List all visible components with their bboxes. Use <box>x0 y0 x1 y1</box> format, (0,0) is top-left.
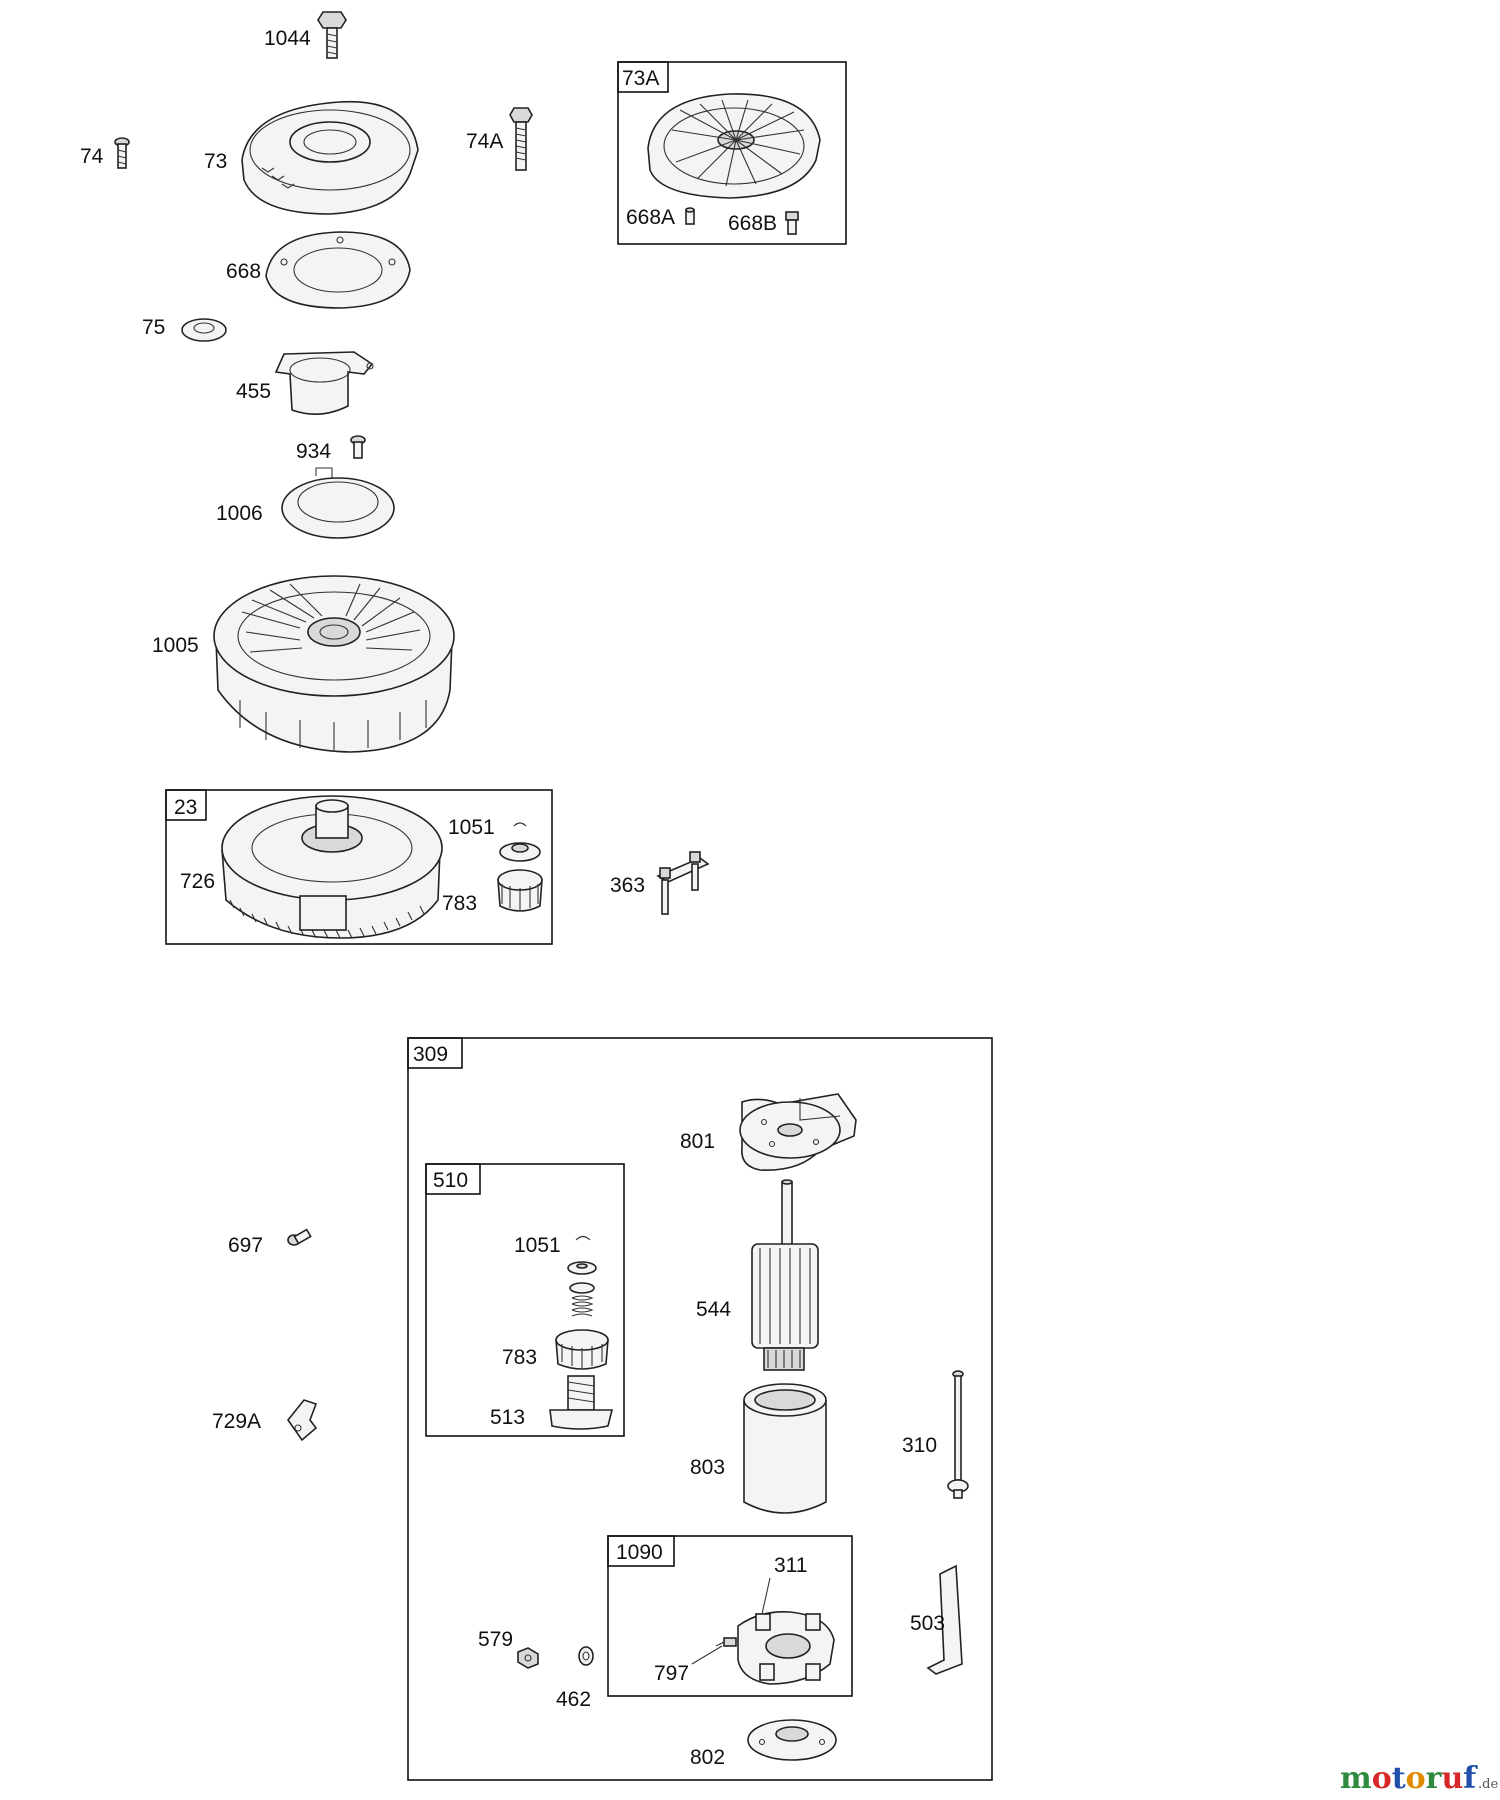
part-1006-ring <box>281 467 395 539</box>
part-363-bracket <box>656 851 710 915</box>
box-label-510: 510 <box>433 1169 468 1192</box>
part-1051-clip-b <box>575 1235 591 1241</box>
part-934-screw <box>350 435 366 459</box>
label-513: 513 <box>490 1406 525 1429</box>
label-74A: 74A <box>466 130 503 153</box>
part-797-terminal <box>691 1637 737 1665</box>
box-23 <box>165 789 553 945</box>
part-668A-pin <box>685 207 695 225</box>
watermark-logo: motoruf .de <box>1340 1761 1498 1796</box>
watermark-letter: m <box>1340 1761 1372 1796</box>
label-544: 544 <box>696 1298 731 1321</box>
box-label-309: 309 <box>413 1043 448 1066</box>
box-510 <box>425 1163 625 1437</box>
part-801-end-plate <box>739 1093 857 1171</box>
label-455: 455 <box>236 380 271 403</box>
part-1005-flywheel-fan <box>213 575 455 753</box>
box-309 <box>407 1037 993 1781</box>
label-310: 310 <box>902 1434 937 1457</box>
label-668A: 668A <box>626 206 675 229</box>
part-503-strip <box>926 1564 963 1675</box>
part-1090-brush-holder <box>737 1610 835 1685</box>
part-455-cup <box>274 351 374 415</box>
part-311-leader <box>761 1577 771 1615</box>
label-801: 801 <box>680 1130 715 1153</box>
label-1044: 1044 <box>264 27 311 50</box>
label-74: 74 <box>80 145 104 168</box>
part-462-washer <box>578 1646 594 1666</box>
label-803: 803 <box>690 1456 725 1479</box>
label-1051-a: 1051 <box>448 816 495 839</box>
part-802-end-cap <box>747 1719 837 1761</box>
watermark-letter: t <box>1392 1761 1406 1796</box>
label-797: 797 <box>654 1662 689 1685</box>
part-74-screw <box>114 137 130 169</box>
part-73A-screen <box>647 93 821 199</box>
label-363: 363 <box>610 874 645 897</box>
label-503: 503 <box>910 1612 945 1635</box>
part-729A-clip <box>287 1399 318 1442</box>
box-1090 <box>607 1535 853 1697</box>
label-783-a: 783 <box>442 892 477 915</box>
part-73-blower-housing <box>241 100 419 215</box>
label-802: 802 <box>690 1746 725 1769</box>
label-697: 697 <box>228 1234 263 1257</box>
part-668B-screw <box>785 211 799 235</box>
part-510-washer <box>567 1261 597 1294</box>
watermark-letter: u <box>1441 1761 1463 1796</box>
label-1005: 1005 <box>152 634 199 657</box>
box-label-73A: 73A <box>622 67 659 90</box>
watermark-letter: r <box>1426 1761 1443 1796</box>
watermark-suffix: .de <box>1478 1777 1498 1792</box>
label-311: 311 <box>774 1554 807 1577</box>
part-783-gear-a <box>497 869 543 912</box>
part-668-screen-plate <box>265 231 411 309</box>
part-washer-23 <box>499 842 541 862</box>
part-783-gear-b <box>555 1329 609 1370</box>
watermark-letter: o <box>1372 1761 1392 1796</box>
part-513-drive-nut <box>549 1375 614 1430</box>
label-462: 462 <box>556 1688 591 1711</box>
part-1051-clip-a <box>513 822 527 827</box>
part-544-armature <box>751 1179 819 1371</box>
box-label-1090: 1090 <box>616 1541 663 1564</box>
label-668B: 668B <box>728 212 777 235</box>
part-75-washer <box>181 318 227 342</box>
part-726-flywheel <box>221 795 443 939</box>
label-729A: 729A <box>212 1410 261 1433</box>
label-73: 73 <box>204 150 227 173</box>
part-510-spring <box>571 1295 594 1317</box>
part-579-nut <box>517 1647 539 1669</box>
part-74A-bolt <box>509 107 533 171</box>
label-783-b: 783 <box>502 1346 537 1369</box>
part-697-screw <box>287 1228 312 1246</box>
box-73A <box>617 61 847 245</box>
label-1051-b: 1051 <box>514 1234 561 1257</box>
part-803-housing <box>743 1383 827 1514</box>
watermark-letter: f <box>1463 1761 1478 1796</box>
part-1044-bolt <box>317 11 347 59</box>
label-726: 726 <box>180 870 215 893</box>
label-579: 579 <box>478 1628 513 1651</box>
label-75: 75 <box>142 316 165 339</box>
box-label-23: 23 <box>174 796 197 819</box>
svg-text:motoruf: motoruf <box>1340 1761 1478 1796</box>
label-934: 934 <box>296 440 331 463</box>
label-668: 668 <box>226 260 261 283</box>
label-1006: 1006 <box>216 502 263 525</box>
watermark-letter: o <box>1406 1761 1426 1796</box>
part-310-through-bolt <box>947 1370 969 1499</box>
